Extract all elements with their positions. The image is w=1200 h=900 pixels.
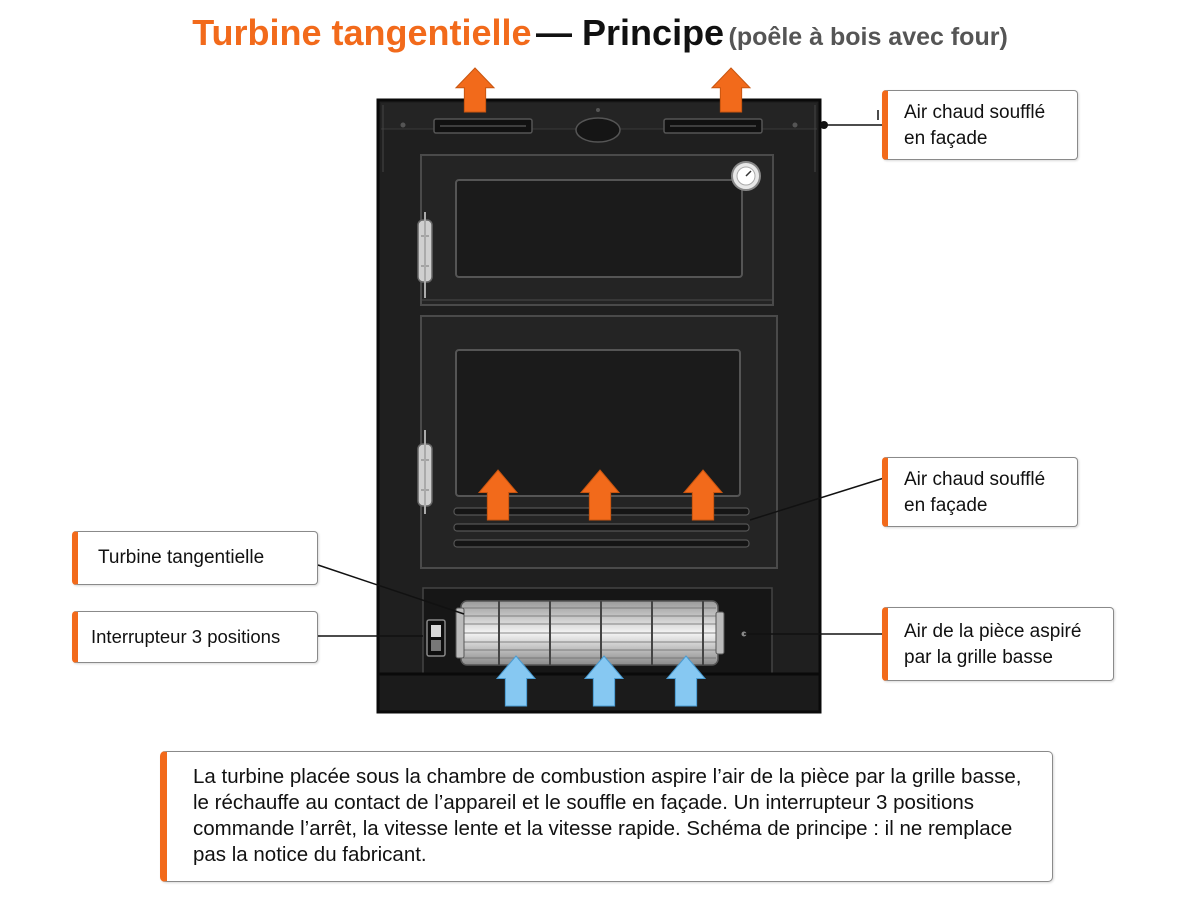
callout-hot-air-top: Air chaud soufflé en façade [882, 90, 1078, 160]
leader-lines [317, 110, 885, 637]
title-principle: — Principe [536, 12, 725, 53]
diagram-title: Turbine tangentielle — Principe (poêle à… [0, 12, 1200, 54]
hot-air-arrow-top-right [710, 67, 752, 113]
callout-hot-air-front: Air chaud soufflé en façade [882, 457, 1078, 527]
tangential-turbine [455, 600, 725, 666]
callout-turbine: Turbine tangentielle [72, 531, 318, 585]
cold-air-arrow-intake-1 [495, 655, 537, 707]
hot-air-arrow-front-3 [682, 469, 724, 521]
explanation-note-text: La turbine placée sous la chambre de com… [193, 765, 1022, 866]
explanation-note: La turbine placée sous la chambre de com… [160, 751, 1053, 882]
hot-air-arrow-front-1 [477, 469, 519, 521]
hot-air-arrow-top-left [454, 67, 496, 113]
cold-air-arrow-intake-2 [583, 655, 625, 707]
title-subtitle: (poêle à bois avec four) [728, 23, 1008, 51]
callout-room-air-intake: Air de la pièce aspiré par la grille bas… [882, 607, 1114, 681]
callout-turbine-text: Turbine tangentielle [98, 547, 265, 568]
callout-switch: Interrupteur 3 positions [72, 611, 318, 663]
title-main: Turbine tangentielle [192, 12, 532, 53]
oven-door [420, 154, 774, 306]
firebox-hinge [417, 430, 433, 514]
top-plate-hatch [575, 117, 621, 143]
callout-hot-air-front-text: Air chaud soufflé en façade [904, 469, 1046, 516]
hot-air-arrow-front-2 [579, 469, 621, 521]
oven-thermometer [731, 161, 761, 191]
top-vent-left [433, 118, 533, 134]
top-vent-right [663, 118, 763, 134]
airflow-arrows [454, 67, 752, 707]
callout-switch-text: Interrupteur 3 positions [91, 626, 281, 647]
callout-hot-air-top-text: Air chaud soufflé en façade [904, 102, 1046, 149]
oven-hinge [417, 212, 433, 298]
leader-dot [820, 121, 828, 129]
three-position-switch [426, 619, 446, 657]
callout-room-air-intake-text: Air de la pièce aspiré par la grille bas… [904, 621, 1082, 668]
cold-air-arrow-intake-3 [665, 655, 707, 707]
